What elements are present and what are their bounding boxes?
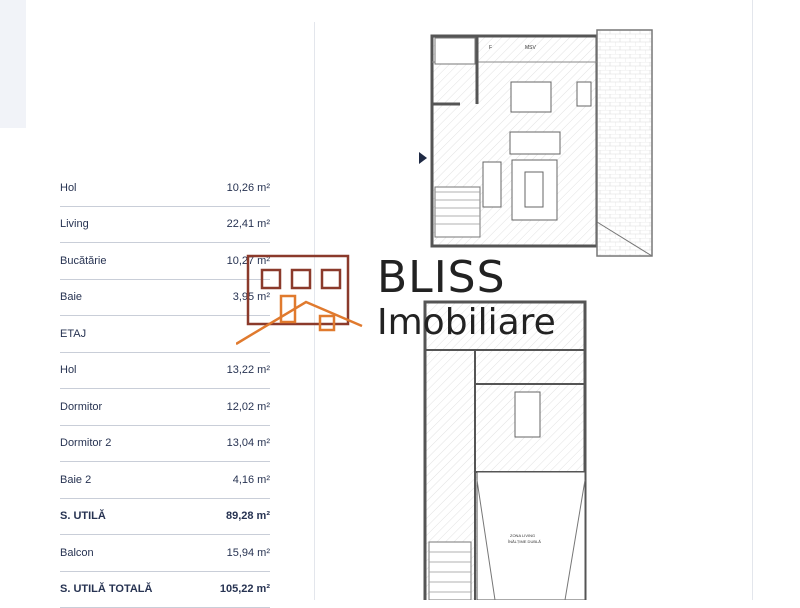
watermark-line1: BLISS [377, 252, 506, 303]
room-name: S. UTILĂ [60, 510, 106, 522]
room-name: Hol [60, 364, 77, 376]
room-area: 13,22 m² [227, 364, 270, 376]
total-row: S. UTILĂ 89,28 m² [60, 499, 270, 536]
room-name: Balcon [60, 547, 94, 559]
room-name: Baie [60, 291, 82, 303]
room-name: ETAJ [60, 328, 86, 340]
zona-label: ZONA LIVING [510, 533, 535, 538]
room-name: S. UTILĂ TOTALĂ [60, 583, 152, 595]
room-row: Balcon 15,94 m² [60, 535, 270, 572]
room-area: 4,16 m² [233, 474, 270, 486]
room-area-table: Hol 10,26 m² Living 22,41 m² Bucătărie 10,2… [60, 170, 270, 608]
right-border [752, 0, 753, 600]
room-row: Dormitor 2 13,04 m² [60, 426, 270, 463]
room-row: Baie 2 4,16 m² [60, 462, 270, 499]
room-area: 15,94 m² [227, 547, 270, 559]
room-name: Baie 2 [60, 474, 91, 486]
grand-total-row: S. UTILĂ TOTALĂ 105,22 m² [60, 572, 270, 608]
room-name: Bucătărie [60, 255, 106, 267]
room-row: Dormitor 12,02 m² [60, 389, 270, 426]
room-area: 10,26 m² [227, 182, 270, 194]
room-row: Hol 10,26 m² [60, 170, 270, 207]
room-area: 89,28 m² [226, 510, 270, 522]
room-name: Hol [60, 182, 77, 194]
room-name: Living [60, 218, 89, 230]
room-area: 22,41 m² [227, 218, 270, 230]
house-logo-icon [236, 248, 376, 358]
msv-label: MSV [525, 45, 537, 51]
room-area: 13,04 m² [227, 437, 270, 449]
room-row: Living 22,41 m² [60, 207, 270, 244]
zona2-label: ÎNĂLȚIME DUBLĂ [507, 539, 541, 544]
corner-tab [0, 0, 26, 128]
ground-floor-plan: MSV F [415, 22, 660, 262]
fridge-label: F [489, 45, 492, 51]
watermark-line2: Imobiliare [377, 302, 556, 343]
room-area: 12,02 m² [227, 401, 270, 413]
room-area: 105,22 m² [220, 583, 270, 595]
room-name: Dormitor 2 [60, 437, 111, 449]
entrance-arrow-icon [419, 152, 427, 164]
room-name: Dormitor [60, 401, 102, 413]
bliss-imobiliare-watermark: BLISS Imobiliare [236, 248, 576, 358]
